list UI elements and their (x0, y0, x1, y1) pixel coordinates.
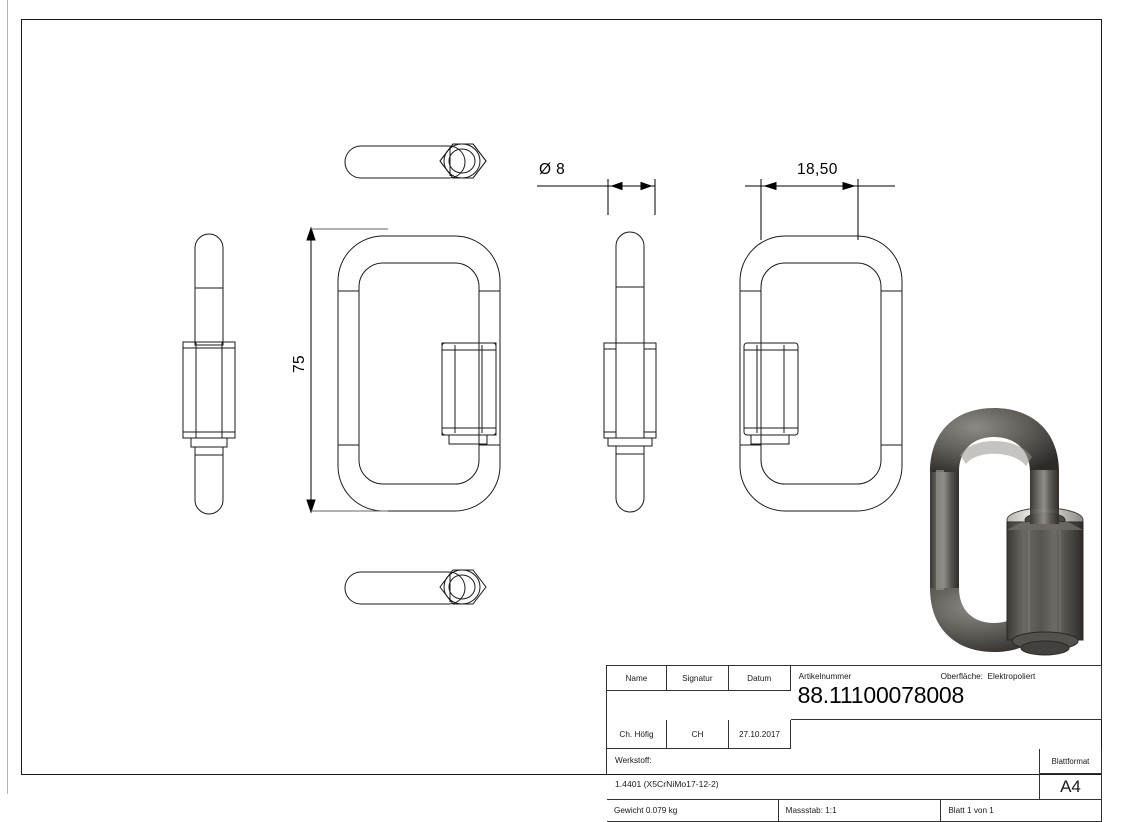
dimension-label-diameter: Ø 8 (539, 161, 566, 178)
drawing-sheet: 75 Ø 8 18,50 Name Signatur Datum Artikel… (7, 0, 1102, 822)
header-cell-name: Name (607, 666, 667, 691)
drawing-frame-border (21, 19, 1102, 775)
sheet-format-value: A4 (1040, 774, 1102, 800)
value-cell-datum: 27.10.2017 (729, 720, 791, 749)
scale-cell: Massstab: 1:1 (778, 800, 942, 822)
title-block-row-material: Werkstoff: 1.4401 (X5CrNiMo17-12-2) Blat… (607, 749, 1102, 800)
title-block-row-values: Ch. Höfig CH 27.10.2017 (607, 720, 1102, 749)
sheet-format-label: Blattformat (1040, 749, 1102, 774)
article-number-cell: Artikelnummer Oberfläche: Elektropoliert… (790, 666, 1102, 720)
title-block: Name Signatur Datum Artikelnummer Oberfl… (606, 665, 1102, 822)
title-block-row-footer: Gewicht 0.079 kg Massstab: 1:1 Blatt 1 v… (607, 800, 1102, 822)
header-cell-signatur: Signatur (666, 666, 729, 691)
sheet-number-cell: Blatt 1 von 1 (941, 800, 1102, 822)
dimension-label-width: 18,50 (797, 161, 838, 178)
title-block-row-header: Name Signatur Datum Artikelnummer Oberfl… (607, 666, 1102, 720)
value-cell-name: Ch. Höfig (607, 720, 667, 749)
sheet-format-column: Blattformat A4 (1040, 749, 1102, 800)
sheet-margin-line (7, 0, 8, 794)
material-label: Werkstoff: (615, 756, 652, 765)
material-cell: Werkstoff: 1.4401 (X5CrNiMo17-12-2) (607, 749, 1040, 800)
surface-treatment-label: Oberfläche: Elektropoliert (940, 672, 1036, 681)
header-cell-datum: Datum (728, 666, 791, 691)
material-value: 1.4401 (X5CrNiMo17-12-2) (615, 779, 719, 789)
weight-cell: Gewicht 0.079 kg (607, 800, 779, 822)
dimension-label-length: 75 (291, 354, 309, 374)
value-cell-signatur: CH (667, 720, 729, 749)
article-number-label: Artikelnummer (798, 672, 852, 681)
article-number-value: 88.11100078008 (797, 682, 965, 708)
